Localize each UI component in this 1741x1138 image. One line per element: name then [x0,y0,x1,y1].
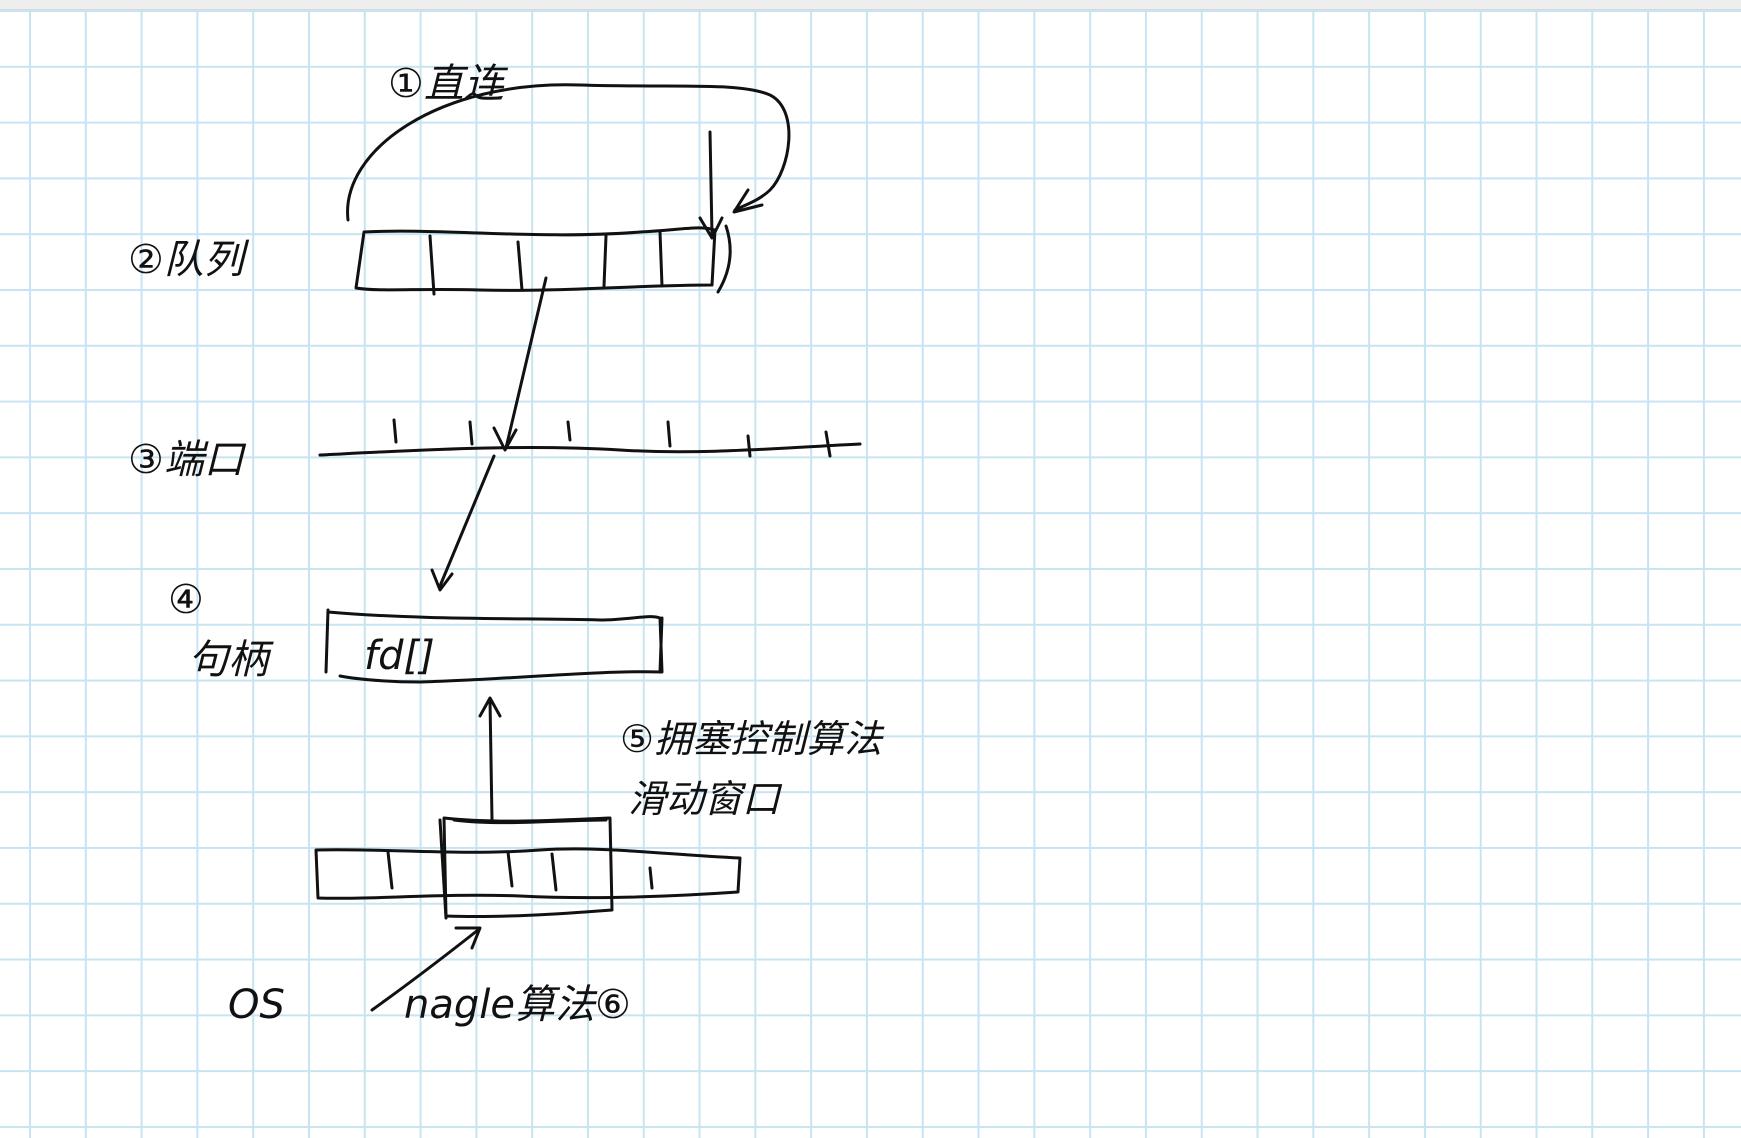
os-buffer-cell-divider [550,852,558,892]
port-tick [392,418,398,444]
sliding-window-label: 滑动窗口 [628,777,781,821]
direct-connection-curve [346,83,791,222]
step4-handle-label: 句柄 [188,637,268,683]
step1-direct-label: ①直连 [388,61,504,107]
nagle-arrowhead [454,926,482,950]
queue-cell-divider [602,234,608,288]
port-tick [468,420,474,446]
step2-queue-label: ②队列 [128,237,244,283]
os-buffer-cell-divider [386,850,394,890]
queue-entry-arrowhead [698,216,724,240]
port-tick [746,434,752,458]
handle-box-right [658,616,664,674]
queue-cell-divider [516,240,524,292]
step6-nagle-label: nagle算法⑥ [404,982,631,1028]
window-to-handle-arrow [488,698,494,822]
toolbar-strip [0,0,1741,10]
port-tick [824,430,832,458]
queue-right-bracket [716,224,732,294]
queue-to-port-arrowhead [492,426,518,452]
sliding-window-box [442,816,614,919]
port-line [318,442,862,457]
os-buffer-cell-divider [506,850,514,888]
fd-array-label: fd[] [364,633,435,679]
port-to-handle-arrowhead [430,568,454,592]
port-tick [666,420,672,448]
os-buffer-box [314,847,742,900]
handle-box-left [324,608,330,674]
sliding-window-left-mark [438,818,448,920]
step3-port-label: ③端口 [128,437,244,483]
step5-congestion-label: ⑤拥塞控制算法 [620,717,883,761]
queue-cell-divider [658,230,664,288]
port-tick [566,420,572,442]
queue-cell-divider [428,234,436,296]
window-to-handle-arrowhead [478,696,502,718]
os-label: OS [228,982,285,1028]
nagle-arrow [370,928,480,1012]
port-to-handle-arrow [438,454,496,588]
sliding-window-top-arc [452,818,608,825]
queue-to-port-arrow [504,276,548,450]
direct-connection-arrowhead [732,188,764,214]
queue-entry-arrow [708,130,714,237]
os-buffer-cell-divider [648,866,654,890]
step4-number: ④ [168,577,204,623]
